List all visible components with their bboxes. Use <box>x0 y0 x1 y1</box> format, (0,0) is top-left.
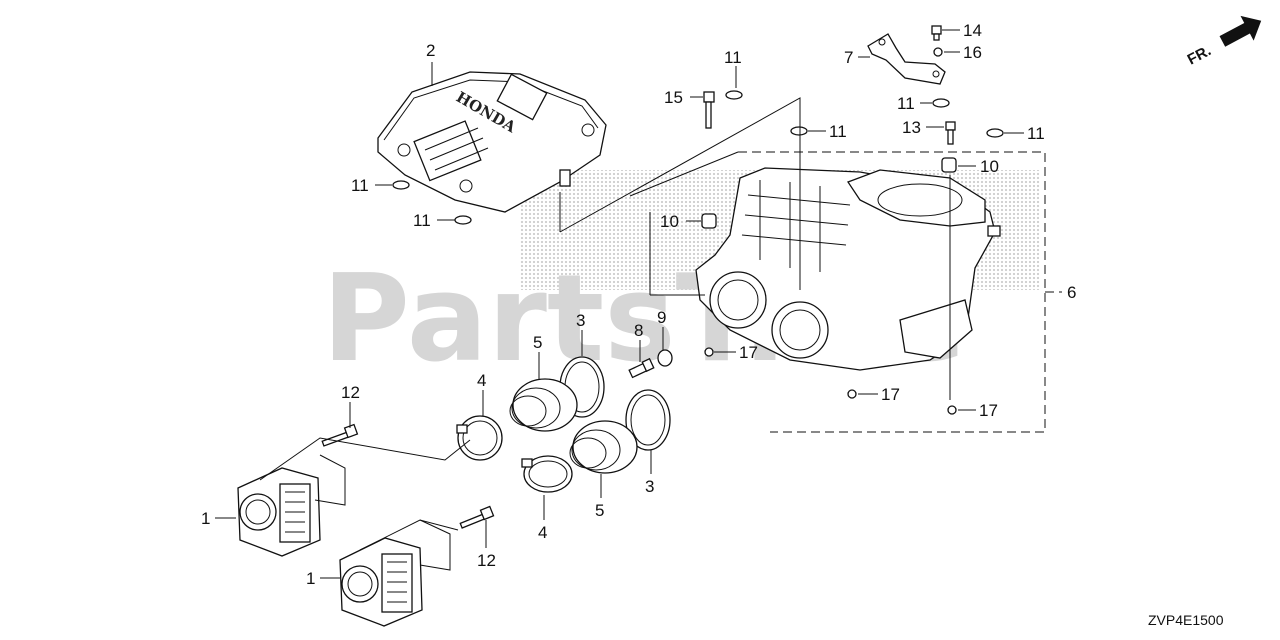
callout-10-b: 10 <box>660 212 679 231</box>
bracket <box>867 33 946 85</box>
cushion-10-b <box>701 213 717 229</box>
callout-5-b: 5 <box>595 501 604 520</box>
throttle-body-1-lower <box>339 537 423 627</box>
nut-17-c <box>947 405 957 415</box>
throttle-body-1-upper <box>237 467 321 557</box>
air-box-assembly-outline <box>738 151 1062 433</box>
sensor-8 <box>628 357 655 379</box>
callout-12-b: 12 <box>477 551 496 570</box>
callout-12-a: 12 <box>341 383 360 402</box>
callout-2: 2 <box>426 41 435 60</box>
callout-16: 16 <box>963 43 982 62</box>
callout-11-a: 11 <box>724 48 742 67</box>
callout-17-b: 17 <box>881 385 900 404</box>
callout-11-e: 11 <box>351 176 369 195</box>
callout-5-a: 5 <box>533 333 542 352</box>
callout-17-a: 17 <box>739 343 758 362</box>
grommet-11-b <box>790 126 808 136</box>
plug-9 <box>657 349 673 367</box>
clamp-4-upper <box>456 415 503 461</box>
o-ring-3-lower <box>625 389 671 451</box>
callout-3-a: 3 <box>576 311 585 330</box>
callout-13: 13 <box>902 118 921 137</box>
callout-4-b: 4 <box>538 523 547 542</box>
callout-1-b: 1 <box>306 569 315 588</box>
callout-3-b: 3 <box>645 477 654 496</box>
callout-11-f: 11 <box>413 211 431 230</box>
callout-17-c: 17 <box>979 401 998 420</box>
bolt-13 <box>945 121 956 145</box>
front-direction-indicator: FR. <box>1185 15 1262 69</box>
grommet-11-a <box>725 90 743 100</box>
cushion-10-a <box>941 157 957 173</box>
bolt-15 <box>703 91 715 129</box>
bolt-12-lower <box>459 505 495 529</box>
callout-11-b: 11 <box>829 122 847 141</box>
grommet-11-c <box>932 98 950 108</box>
front-arrow-icon <box>1219 15 1262 47</box>
grommet-11-f <box>454 215 472 225</box>
nut-17-b <box>847 389 857 399</box>
front-direction-label: FR. <box>1185 42 1214 68</box>
grommet-11-e <box>392 180 410 190</box>
callout-7: 7 <box>844 48 853 67</box>
callout-14: 14 <box>963 21 982 40</box>
callout-15: 15 <box>664 88 683 107</box>
nut-17-a <box>704 347 714 357</box>
leader-lines <box>215 29 1024 579</box>
engine-cover: HONDA <box>377 71 607 213</box>
callout-4-a: 4 <box>477 371 486 390</box>
insulator-5-upper <box>509 378 578 432</box>
callout-1-a: 1 <box>201 509 210 528</box>
bolt-14 <box>931 25 942 41</box>
callout-11-d: 11 <box>1027 124 1045 143</box>
intake-manifold <box>695 167 1001 371</box>
callout-10-a: 10 <box>980 157 999 176</box>
callout-9: 9 <box>657 308 666 327</box>
insulator-5-lower <box>569 420 638 474</box>
diagram-code: ZVP4E1500 <box>1148 612 1224 628</box>
callout-6: 6 <box>1067 283 1076 302</box>
callout-8: 8 <box>634 321 643 340</box>
callout-labels: 2 15 11 11 7 14 16 11 13 11 10 10 11 11 … <box>201 21 1076 588</box>
callout-11-c: 11 <box>897 94 915 113</box>
grommet-11-d <box>986 128 1004 138</box>
bolt-12-upper <box>321 423 359 447</box>
washer-16 <box>933 47 943 57</box>
clamp-4-lower <box>521 455 573 493</box>
